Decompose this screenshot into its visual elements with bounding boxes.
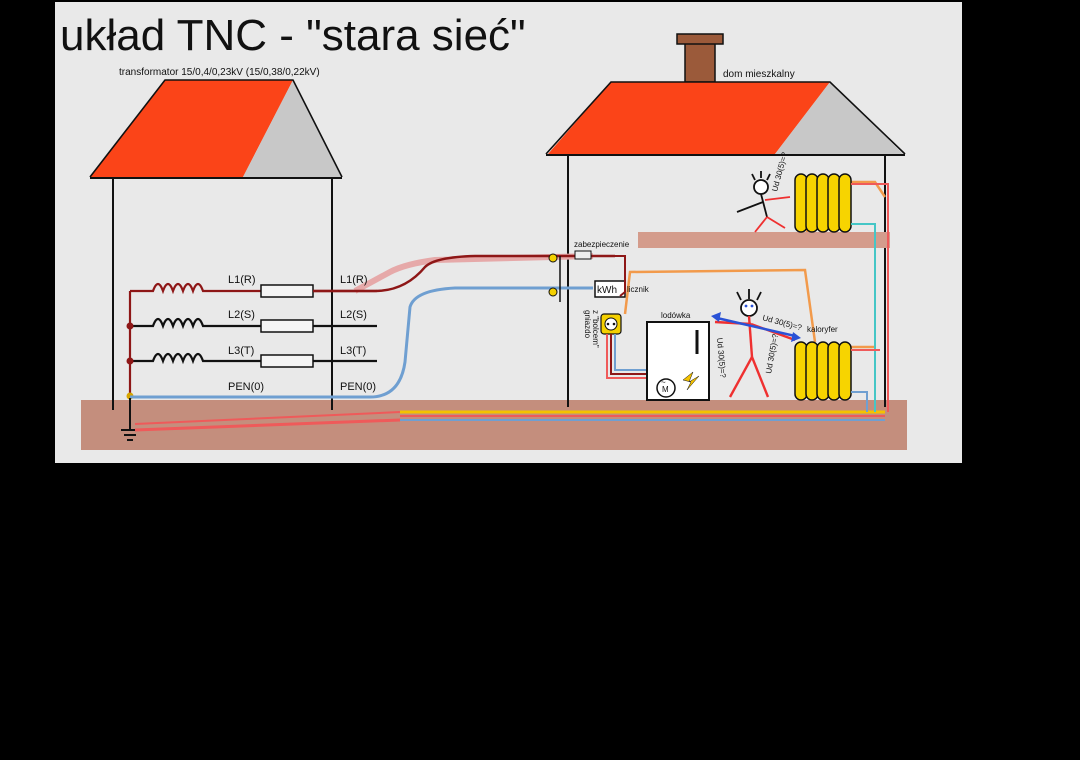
person-upper bbox=[736, 171, 791, 233]
person-lower bbox=[714, 289, 796, 398]
upper-floor bbox=[638, 232, 890, 248]
radiator-lower bbox=[794, 341, 852, 401]
earthing bbox=[121, 398, 401, 441]
meter-panel bbox=[548, 250, 659, 379]
voltage-legs: Ud 30(5)=? bbox=[764, 333, 780, 375]
phase-l2-right: L2(S) bbox=[340, 309, 367, 321]
tnc-diagram: układ TNC - "stara sieć" transformator 1… bbox=[60, 11, 907, 450]
transformer-label: transformator 15/0,4/0,23kV (15/0,38/0,2… bbox=[119, 67, 320, 78]
motor-symbol: M bbox=[662, 385, 669, 394]
arrow-head-right bbox=[791, 332, 801, 342]
page-title: układ TNC - "stara sieć" bbox=[60, 11, 526, 60]
phase-pen-right: PEN(0) bbox=[340, 381, 376, 393]
kwh-symbol: kWh bbox=[597, 285, 617, 296]
phase-l3-right: L3(T) bbox=[340, 345, 366, 357]
l1-glow bbox=[353, 253, 594, 294]
spark-icon bbox=[682, 371, 700, 391]
socket-label-2: z "bolcem" bbox=[591, 310, 600, 348]
phase-l3-left: L3(T) bbox=[228, 345, 254, 357]
house-fuse bbox=[574, 250, 592, 260]
radiator-upper bbox=[794, 173, 852, 233]
phase-pen-left: PEN(0) bbox=[228, 381, 264, 393]
ground-wires bbox=[400, 410, 885, 421]
socket-label: gniazdo bbox=[583, 310, 592, 339]
voltage-side: Ud 30(5)=? bbox=[715, 337, 728, 378]
fuse-label: zabezpieczenie bbox=[574, 240, 630, 249]
pen-line bbox=[130, 286, 593, 399]
phase-l1-right: L1(R) bbox=[340, 274, 368, 286]
motor-symbol-tilde: ~ bbox=[661, 378, 666, 387]
fridge bbox=[646, 321, 710, 401]
voltage-upper: Ud 30(5)=? bbox=[770, 151, 789, 193]
house-label: dom mieszkalny bbox=[723, 69, 795, 80]
chimney bbox=[684, 39, 716, 83]
slide: układ TNC - "stara sieć" transformator 1… bbox=[55, 2, 962, 463]
transformer-building bbox=[89, 79, 343, 410]
fridge-label: lodówka bbox=[661, 311, 691, 320]
touch-voltage-arrow bbox=[716, 316, 796, 338]
phase-l2-left: L2(S) bbox=[228, 309, 255, 321]
l1-line bbox=[313, 254, 615, 293]
phase-l1-left: L1(R) bbox=[228, 274, 256, 286]
meter-label: licznik bbox=[627, 285, 650, 294]
transformer-fuses bbox=[260, 284, 377, 368]
radiator-pipes bbox=[851, 183, 889, 412]
house bbox=[545, 33, 906, 407]
ground-strip bbox=[81, 400, 907, 450]
motor bbox=[656, 378, 676, 398]
arrow-head-left bbox=[711, 312, 721, 322]
radiator-label: kaloryfer bbox=[807, 325, 838, 334]
transformer-windings bbox=[128, 282, 265, 398]
